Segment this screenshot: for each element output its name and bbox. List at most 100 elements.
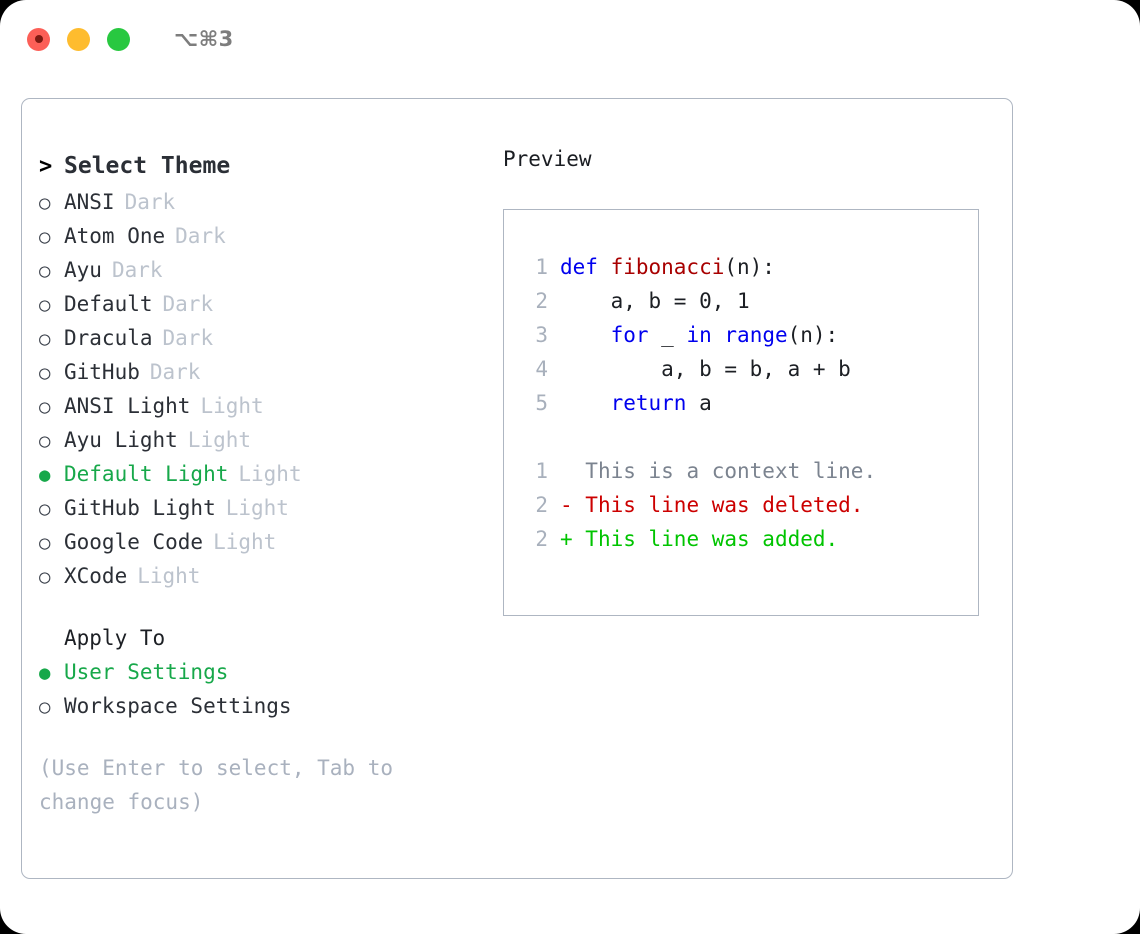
code-token-function: fibonacci [610, 255, 725, 279]
radio-unselected-icon[interactable]: ○ [39, 226, 51, 248]
prompt-caret-icon: > [39, 154, 53, 179]
theme-option-default-dark[interactable]: ○ Default Dark [39, 287, 492, 321]
line-number: 4 [535, 357, 548, 381]
theme-option-label: Default Light [64, 462, 229, 486]
code-token-plain: (n): [724, 255, 775, 279]
theme-option-ayu-light[interactable]: ○ Ayu Light Light [39, 423, 492, 457]
theme-variant-badge: Light [200, 394, 264, 418]
code-content: for _ in range(n): [560, 318, 839, 352]
apply-to-option-label: Workspace Settings [64, 694, 292, 718]
window-controls [27, 27, 130, 51]
code-token-plain: (n): [787, 323, 839, 347]
select-theme-header: > Select Theme [39, 147, 492, 185]
code-token-plain [560, 323, 611, 347]
radio-unselected-icon[interactable]: ○ [39, 696, 51, 718]
line-number: 2 [535, 493, 548, 517]
code-token-plain: a, b = b, a + b [560, 357, 851, 381]
radio-selected-icon[interactable]: ● [39, 464, 51, 486]
radio-unselected-icon[interactable]: ○ [39, 498, 51, 520]
code-content: a, b = b, a + b [560, 352, 851, 386]
apply-to-option-label: User Settings [64, 660, 229, 684]
preview-separator [516, 420, 978, 454]
line-number: 1 [535, 255, 548, 279]
diff-line-context: 1 This is a context line. [516, 454, 978, 488]
radio-unselected-icon[interactable]: ○ [39, 396, 51, 418]
theme-option-label: Atom One [64, 224, 166, 248]
apply-to-option-user-settings[interactable]: ● User Settings [39, 655, 492, 689]
code-line: 4 a, b = b, a + b [516, 352, 978, 386]
diff-text: This line was deleted. [572, 493, 864, 517]
apply-to-header: Apply To [39, 621, 492, 655]
radio-unselected-icon[interactable]: ○ [39, 294, 51, 316]
theme-option-label: GitHub [64, 360, 140, 384]
theme-option-default-light[interactable]: ● Default Light Light [39, 457, 492, 491]
theme-variant-badge: Dark [162, 292, 214, 316]
radio-unselected-icon[interactable]: ○ [39, 566, 51, 588]
theme-variant-badge: Light [238, 462, 302, 486]
list-spacer [39, 593, 492, 621]
code-token-plain [560, 391, 611, 415]
diff-line-added: 2 + This line was added. [516, 522, 978, 556]
preview-box: 1 def fibonacci(n): 2 a, b = 0, 1 3 for … [503, 209, 979, 616]
apply-to-title: Apply To [64, 626, 166, 650]
theme-option-label: Ayu Light [64, 428, 178, 452]
radio-unselected-icon[interactable]: ○ [39, 430, 51, 452]
theme-option-google-code[interactable]: ○ Google Code Light [39, 525, 492, 559]
keyboard-hint-text: (Use Enter to select, Tab to change focu… [39, 756, 394, 814]
code-content: a, b = 0, 1 [560, 284, 750, 318]
theme-option-dracula-dark[interactable]: ○ Dracula Dark [39, 321, 492, 355]
theme-option-label: ANSI [64, 190, 115, 214]
diff-text: This line was added. [572, 527, 839, 551]
theme-variant-badge: Light [187, 428, 252, 452]
theme-option-ansi-dark[interactable]: ○ ANSI Dark [39, 185, 492, 219]
theme-option-ansi-light[interactable]: ○ ANSI Light Light [39, 389, 492, 423]
window-title: ⌥⌘3 [174, 27, 234, 51]
radio-unselected-icon[interactable]: ○ [39, 328, 51, 350]
code-token-plain: a, b = 0, 1 [560, 289, 750, 313]
theme-option-label: Ayu [64, 258, 102, 282]
apply-to-option-workspace-settings[interactable]: ○ Workspace Settings [39, 689, 492, 723]
theme-variant-badge: Dark [175, 224, 226, 248]
preview-column: Preview 1 def fibonacci(n): 2 a, b = 0, … [492, 99, 1012, 878]
theme-option-xcode[interactable]: ○ XCode Light [39, 559, 492, 593]
select-theme-title: Select Theme [64, 153, 231, 179]
code-token-keyword: def [560, 255, 611, 279]
code-token-keyword: for [610, 323, 649, 347]
code-token-keyword: return [610, 391, 687, 415]
line-number: 3 [535, 323, 548, 347]
diff-sign: + [560, 527, 573, 551]
title-bar: ⌥⌘3 [0, 0, 1140, 78]
line-number: 1 [535, 459, 548, 483]
code-token-keyword: in [686, 323, 712, 347]
radio-unselected-icon[interactable]: ○ [39, 192, 51, 214]
theme-option-label: Google Code [64, 530, 204, 554]
diff-text: This is a context line. [572, 459, 877, 483]
theme-selector-panel: > Select Theme ○ ANSI Dark ○ Atom One Da… [21, 98, 1013, 879]
radio-unselected-icon[interactable]: ○ [39, 532, 51, 554]
theme-variant-badge: Dark [124, 190, 176, 214]
radio-unselected-icon[interactable]: ○ [39, 260, 51, 282]
theme-option-label: Dracula [64, 326, 153, 350]
zoom-button-icon[interactable] [107, 27, 130, 51]
radio-unselected-icon[interactable]: ○ [39, 362, 51, 384]
line-number: 2 [535, 289, 548, 313]
theme-list-column: > Select Theme ○ ANSI Dark ○ Atom One Da… [22, 99, 492, 878]
close-button-icon[interactable] [27, 27, 50, 51]
diff-line-deleted: 2 - This line was deleted. [516, 488, 978, 522]
code-content: def fibonacci(n): [560, 250, 775, 284]
radio-selected-icon[interactable]: ● [39, 662, 51, 684]
theme-option-atom-one-dark[interactable]: ○ Atom One Dark [39, 219, 492, 253]
code-content: return a [560, 386, 712, 420]
theme-option-ayu-dark[interactable]: ○ Ayu Dark [39, 253, 492, 287]
theme-variant-badge: Light [213, 530, 277, 554]
code-line: 2 a, b = 0, 1 [516, 284, 978, 318]
theme-option-label: XCode [64, 564, 128, 588]
code-line: 5 return a [516, 386, 978, 420]
theme-variant-badge: Light [225, 496, 289, 520]
theme-variant-badge: Dark [111, 258, 163, 282]
theme-option-github-light[interactable]: ○ GitHub Light Light [39, 491, 492, 525]
theme-variant-badge: Dark [162, 326, 214, 350]
theme-option-github-dark[interactable]: ○ GitHub Dark [39, 355, 492, 389]
minimize-button-icon[interactable] [67, 27, 90, 51]
